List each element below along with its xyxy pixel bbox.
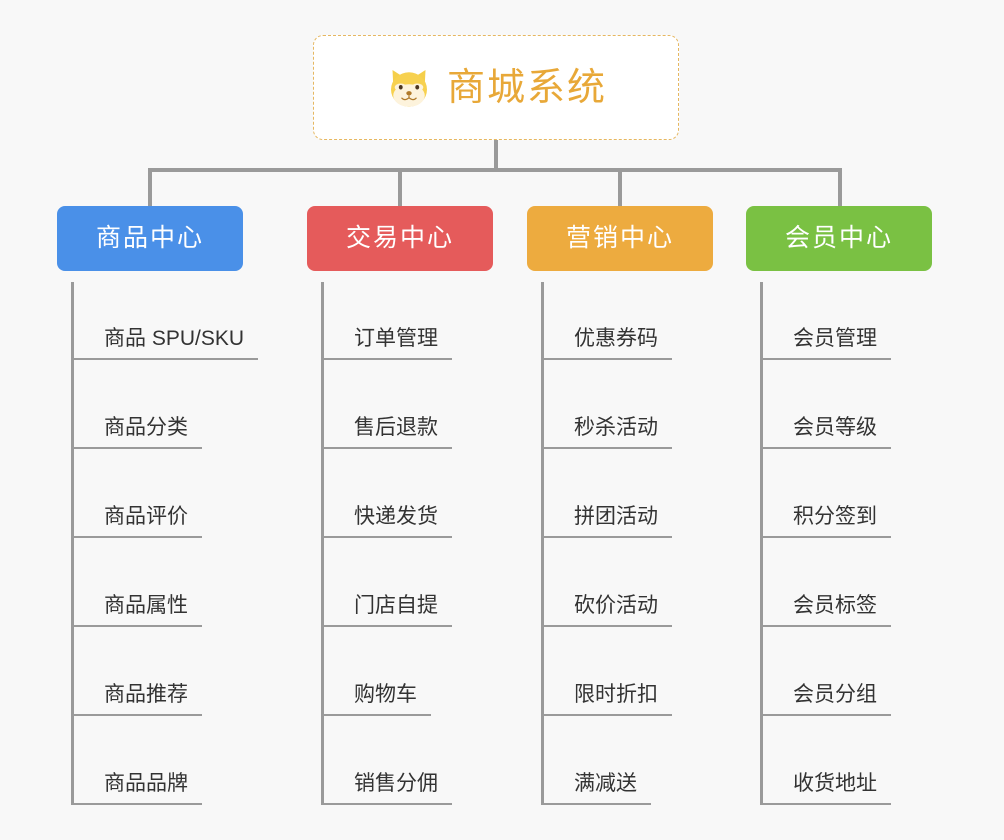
category-column-1: 商品中心 商品 SPU/SKU 商品分类 商品评价 商品属性 商品推荐 商品品牌	[57, 206, 259, 805]
leaf-label: 会员分组	[763, 684, 891, 716]
leaf-label: 门店自提	[324, 595, 452, 627]
leaf-list-3: 优惠券码 秒杀活动 拼团活动 砍价活动 限时折扣 满减送	[541, 282, 713, 805]
list-item[interactable]: 会员等级	[763, 360, 932, 449]
leaf-label: 秒杀活动	[544, 417, 672, 449]
leaf-label: 商品推荐	[74, 684, 202, 716]
leaf-label: 满减送	[544, 773, 651, 805]
category-column-2: 交易中心 订单管理 售后退款 快递发货 门店自提 购物车 销售分佣	[307, 206, 493, 805]
list-item[interactable]: 商品 SPU/SKU	[74, 282, 259, 360]
list-item[interactable]: 购物车	[324, 627, 493, 716]
leaf-label: 订单管理	[324, 328, 452, 360]
list-item[interactable]: 商品推荐	[74, 627, 243, 716]
category-label-3: 营销中心	[565, 224, 674, 252]
list-item[interactable]: 收货地址	[763, 716, 932, 805]
connector-drop-4	[838, 168, 842, 208]
leaf-label: 商品评价	[74, 506, 202, 538]
leaf-label: 限时折扣	[544, 684, 672, 716]
category-label-2: 交易中心	[345, 224, 454, 252]
shiba-dog-face-icon	[385, 64, 433, 112]
leaf-label: 商品分类	[74, 417, 202, 449]
leaf-label: 商品属性	[74, 595, 202, 627]
list-item[interactable]: 会员标签	[763, 538, 932, 627]
list-item[interactable]: 商品评价	[74, 449, 243, 538]
connector-drop-1	[148, 168, 152, 208]
leaf-label: 收货地址	[763, 773, 891, 805]
list-item[interactable]: 售后退款	[324, 360, 493, 449]
category-label-4: 会员中心	[784, 224, 893, 252]
list-item[interactable]: 门店自提	[324, 538, 493, 627]
leaf-label: 售后退款	[324, 417, 452, 449]
list-item[interactable]: 秒杀活动	[544, 360, 713, 449]
root-node[interactable]: 商城系统	[313, 35, 679, 140]
category-header-3[interactable]: 营销中心	[527, 206, 713, 271]
list-item[interactable]: 限时折扣	[544, 627, 713, 716]
category-header-4[interactable]: 会员中心	[746, 206, 932, 271]
leaf-label: 砍价活动	[544, 595, 672, 627]
category-header-2[interactable]: 交易中心	[307, 206, 493, 271]
list-item[interactable]: 积分签到	[763, 449, 932, 538]
connector-drop-3	[618, 168, 622, 208]
leaf-label: 积分签到	[763, 506, 891, 538]
list-item[interactable]: 优惠券码	[544, 282, 713, 360]
connector-root-stem	[494, 140, 498, 170]
leaf-label: 会员标签	[763, 595, 891, 627]
list-item[interactable]: 商品属性	[74, 538, 243, 627]
list-item[interactable]: 满减送	[544, 716, 713, 805]
connector-bus	[148, 168, 842, 172]
leaf-label: 优惠券码	[544, 328, 672, 360]
category-column-3: 营销中心 优惠券码 秒杀活动 拼团活动 砍价活动 限时折扣 满减送	[527, 206, 713, 805]
leaf-label: 会员等级	[763, 417, 891, 449]
list-item[interactable]: 砍价活动	[544, 538, 713, 627]
list-item[interactable]: 商品品牌	[74, 716, 243, 805]
leaf-list-4: 会员管理 会员等级 积分签到 会员标签 会员分组 收货地址	[760, 282, 932, 805]
list-item[interactable]: 会员分组	[763, 627, 932, 716]
leaf-label: 销售分佣	[324, 773, 452, 805]
connector-drop-2	[398, 168, 402, 208]
list-item[interactable]: 销售分佣	[324, 716, 493, 805]
leaf-label: 商品 SPU/SKU	[74, 328, 259, 360]
leaf-label: 拼团活动	[544, 506, 672, 538]
leaf-label: 购物车	[324, 684, 431, 716]
list-item[interactable]: 快递发货	[324, 449, 493, 538]
category-label-1: 商品中心	[95, 224, 204, 252]
leaf-label: 快递发货	[324, 506, 452, 538]
category-column-4: 会员中心 会员管理 会员等级 积分签到 会员标签 会员分组 收货地址	[746, 206, 932, 805]
list-item[interactable]: 会员管理	[763, 282, 932, 360]
leaf-list-2: 订单管理 售后退款 快递发货 门店自提 购物车 销售分佣	[321, 282, 493, 805]
leaf-label: 商品品牌	[74, 773, 202, 805]
root-title: 商城系统	[446, 66, 607, 109]
list-item[interactable]: 商品分类	[74, 360, 243, 449]
list-item[interactable]: 订单管理	[324, 282, 493, 360]
list-item[interactable]: 拼团活动	[544, 449, 713, 538]
leaf-list-1: 商品 SPU/SKU 商品分类 商品评价 商品属性 商品推荐 商品品牌	[71, 282, 259, 805]
leaf-label: 会员管理	[763, 328, 891, 360]
category-header-1[interactable]: 商品中心	[57, 206, 243, 271]
